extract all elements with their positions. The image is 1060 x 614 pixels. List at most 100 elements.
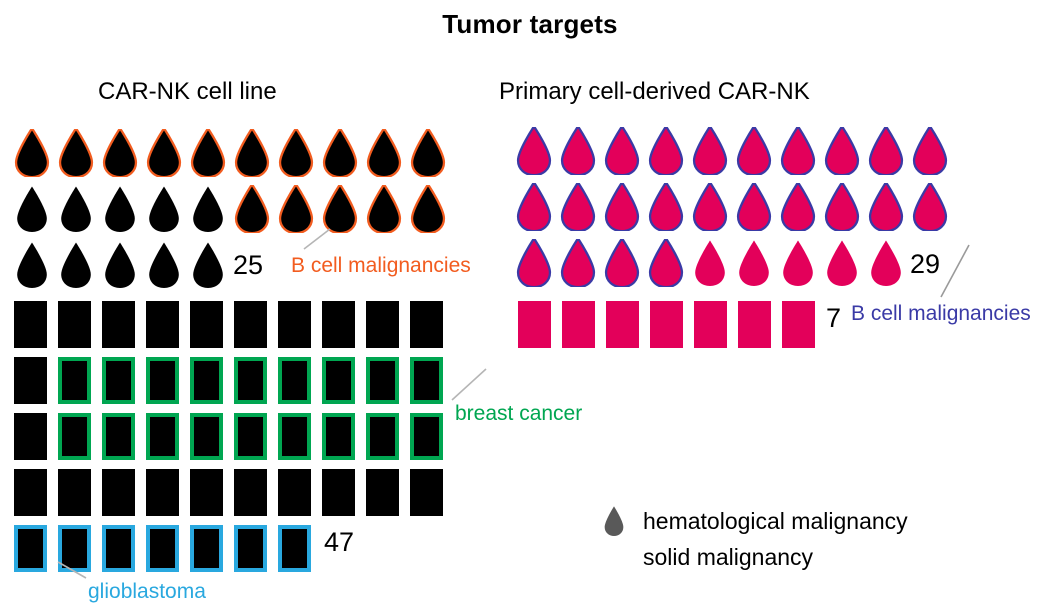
- square-mark-cell: [518, 301, 562, 351]
- square-mark-cell: [410, 301, 454, 351]
- square-mark: [102, 413, 135, 460]
- square-mark-cell: [58, 525, 102, 575]
- square-mark: [234, 301, 267, 348]
- square-mark: [738, 301, 771, 348]
- square-mark: [146, 413, 179, 460]
- square-mark: [782, 301, 815, 348]
- square-mark-cell: [322, 357, 366, 407]
- square-mark: [322, 301, 355, 348]
- panel-title-primary-cell-derived-car-nk: Primary cell-derived CAR-NK: [499, 78, 810, 105]
- square-mark-cell: [102, 357, 146, 407]
- square-mark-cell: [366, 413, 410, 463]
- square-mark-cell: [694, 301, 738, 351]
- square-mark-cell: [190, 357, 234, 407]
- square-mark: [278, 301, 311, 348]
- droplet-icon: [597, 505, 631, 537]
- droplet-mark: [58, 185, 102, 233]
- square-mark-cell: [322, 301, 366, 351]
- square-mark-cell: [234, 357, 278, 407]
- square-mark-cell: [190, 469, 234, 519]
- droplet-mark: [190, 241, 234, 289]
- droplet-mark: [560, 183, 604, 231]
- droplet-mark: [912, 183, 956, 231]
- droplet-mark: [604, 127, 648, 175]
- square-mark: [102, 301, 135, 348]
- square-mark-cell: [58, 413, 102, 463]
- square-mark: [58, 413, 91, 460]
- left-square-row-1: [14, 301, 454, 351]
- square-mark: [14, 357, 47, 404]
- droplet-mark: [912, 127, 956, 175]
- count-right-solid: 7: [826, 303, 842, 333]
- square-mark: [278, 469, 311, 516]
- legend-label-hematological: hematological malignancy: [643, 507, 908, 534]
- right-drop-row-2: [516, 183, 956, 231]
- square-mark: [322, 357, 355, 404]
- square-mark-cell: [234, 301, 278, 351]
- square-mark: [562, 301, 595, 348]
- square-mark: [606, 301, 639, 348]
- square-mark: [190, 357, 223, 404]
- square-mark: [146, 357, 179, 404]
- droplet-mark: [146, 241, 190, 289]
- annotation-b-cell-malignancies-left: B cell malignancies: [291, 254, 471, 277]
- square-mark: [234, 525, 267, 572]
- square-mark-cell: [146, 301, 190, 351]
- droplet-mark: [780, 239, 824, 287]
- square-mark-cell: [14, 525, 58, 575]
- droplet-mark: [516, 127, 560, 175]
- droplet-mark: [278, 185, 322, 233]
- droplet-mark: [824, 239, 868, 287]
- square-mark-cell: [14, 469, 58, 519]
- left-drop-row-2: [14, 185, 454, 233]
- square-mark: [58, 357, 91, 404]
- square-mark-cell: [782, 301, 826, 351]
- square-mark: [102, 357, 135, 404]
- count-right-hematological: 29: [910, 249, 941, 279]
- left-square-row-2: [14, 357, 454, 407]
- square-mark: [366, 413, 399, 460]
- left-square-row-5: [14, 525, 322, 575]
- square-mark: [366, 357, 399, 404]
- square-mark-cell: [146, 469, 190, 519]
- droplet-mark: [14, 241, 58, 289]
- leader-line-bcell-left: [303, 228, 331, 250]
- square-mark: [366, 301, 399, 348]
- droplet-mark: [604, 183, 648, 231]
- leader-line-glioblastoma: [57, 561, 87, 579]
- droplet-mark: [736, 127, 780, 175]
- droplet-mark: [868, 127, 912, 175]
- square-mark-cell: [14, 301, 58, 351]
- leader-line-bcell-right: [940, 244, 970, 298]
- droplet-mark: [278, 129, 322, 177]
- square-mark-cell: [278, 301, 322, 351]
- square-mark: [190, 469, 223, 516]
- square-mark-cell: [58, 469, 102, 519]
- square-mark-cell: [234, 525, 278, 575]
- square-mark: [58, 469, 91, 516]
- droplet-mark: [366, 129, 410, 177]
- leader-line-breast: [451, 368, 487, 401]
- square-mark-cell: [322, 469, 366, 519]
- square-mark: [322, 469, 355, 516]
- square-mark: [190, 413, 223, 460]
- square-mark-cell: [410, 413, 454, 463]
- droplet-mark: [648, 127, 692, 175]
- droplet-mark: [736, 183, 780, 231]
- square-mark-cell: [738, 301, 782, 351]
- square-mark-cell: [562, 301, 606, 351]
- droplet-mark: [824, 127, 868, 175]
- droplet-mark: [102, 129, 146, 177]
- droplet-mark: [234, 185, 278, 233]
- square-icon: [597, 541, 631, 573]
- droplet-mark: [410, 129, 454, 177]
- square-mark-cell: [102, 469, 146, 519]
- droplet-mark: [410, 185, 454, 233]
- square-mark-cell: [146, 413, 190, 463]
- square-mark-cell: [278, 413, 322, 463]
- square-mark: [146, 525, 179, 572]
- square-mark-cell: [278, 469, 322, 519]
- droplet-mark: [146, 129, 190, 177]
